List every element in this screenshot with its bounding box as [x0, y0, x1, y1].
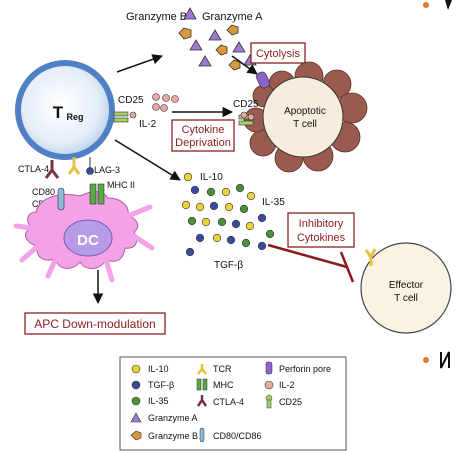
legend-granzyme-b: Granzyme B — [148, 431, 198, 441]
arrow-to-apoptotic-cell — [231, 55, 258, 75]
cd25-receptor-treg — [113, 111, 137, 123]
granzyme-a-shape — [198, 55, 212, 67]
inhibitory-cytokines-box: Inhibitory Cytokines — [287, 212, 355, 248]
dc-nucleus — [63, 219, 113, 257]
legend-cd25: CD25 — [279, 397, 302, 407]
il10-label: IL-10 — [200, 172, 223, 183]
granzyme-a-shape — [189, 39, 203, 51]
effector-t-cell: Effector T cell — [360, 242, 452, 334]
granzyme-b-shape — [226, 24, 239, 36]
granzyme-a-shape — [208, 29, 222, 41]
cd25-receptor-target — [238, 111, 255, 126]
apc-downmodulation-label: APC Down-modulation — [34, 317, 155, 331]
legend-ctla4: CTLA-4 — [213, 397, 244, 407]
legend-tgfb: TGF-β — [148, 380, 174, 390]
cd25-treg-label: CD25 — [118, 95, 144, 106]
apoptotic-cell-body — [262, 76, 344, 158]
legend-il2-swatch — [264, 380, 274, 390]
cytokine-deprivation-box: Cytokine Deprivation — [171, 119, 235, 152]
legend-ctla4-swatch — [196, 395, 208, 407]
il2-particles — [152, 93, 179, 112]
bullet-dot — [423, 357, 429, 363]
effector-label-line1: Effector — [389, 280, 424, 291]
legend-il10: IL-10 — [148, 364, 169, 374]
legend-granzyme-b-swatch — [130, 430, 142, 441]
legend-il35-swatch — [131, 396, 141, 406]
apc-downmodulation-box: APC Down-modulation — [24, 312, 166, 335]
legend-perforin-swatch — [265, 361, 273, 375]
arrow-to-granzymes — [116, 54, 163, 73]
legend-perforin: Perforin pore — [279, 364, 331, 374]
lag3-receptor — [67, 157, 94, 175]
granzyme-b-shape — [178, 27, 192, 40]
effector-cell-body — [360, 242, 452, 334]
perforin-pore — [256, 71, 270, 89]
dendritic-cell: DC — [13, 191, 155, 283]
inhibition-bar — [339, 251, 355, 283]
apoptotic-label-line1: Apoptotic — [284, 106, 326, 117]
tcr-receptor — [364, 248, 377, 266]
page-edge-fragment — [440, 351, 450, 369]
cytokine-deprivation-line1: Cytokine — [182, 124, 225, 136]
treg-label-sub: Reg — [66, 112, 83, 122]
legend-granzyme-a: Granzyme A — [148, 413, 198, 423]
bullet-dot — [423, 2, 429, 8]
legend-tcr-swatch — [197, 364, 207, 375]
treg-cell: T Reg — [15, 60, 115, 160]
effector-label-line2: T cell — [394, 293, 418, 304]
granzyme-b-label: Granzyme B — [126, 11, 187, 23]
ctla4-receptor — [44, 160, 60, 179]
legend-cd80-cd86-swatch — [199, 427, 205, 443]
inhibitory-cytokines-line1: Inhibitory — [299, 218, 344, 230]
legend-cd25-swatch — [265, 394, 273, 409]
cytolysis-box: Cytolysis — [250, 42, 306, 64]
cytolysis-label: Cytolysis — [256, 48, 301, 60]
granzyme-a-label: Granzyme A — [202, 11, 263, 23]
cytokine-deprivation-line2: Deprivation — [175, 137, 231, 149]
legend-tgfb-swatch — [131, 380, 141, 390]
arrow-to-cytokines — [114, 139, 181, 181]
legend-il35: IL-35 — [148, 396, 169, 406]
il35-label: IL-35 — [262, 197, 285, 208]
granzyme-cluster: Granzyme B Granzyme A — [126, 7, 263, 71]
granzyme-b-shape — [215, 44, 228, 56]
cd80-label: CD80 — [32, 187, 55, 197]
legend-tcr: TCR — [213, 364, 232, 374]
legend-il2: IL-2 — [279, 380, 295, 390]
legend: IL-10 TGF-β IL-35 Granzyme A Granzyme B … — [119, 356, 347, 451]
inhibition-line — [267, 243, 348, 269]
apoptotic-label-line2: T cell — [293, 119, 317, 130]
page-edge-fragment — [445, 0, 452, 10]
mhc2-molecule — [89, 183, 105, 205]
tgfb-label: TGF-β — [214, 260, 243, 271]
granzyme-b-shape — [228, 59, 241, 71]
granzyme-a-shape — [232, 41, 246, 53]
treg-body — [21, 66, 109, 154]
granzyme-a-shape — [183, 7, 197, 20]
legend-mhc: MHC — [213, 380, 234, 390]
treg-label-main: T — [53, 103, 64, 122]
dc-label: DC — [77, 232, 99, 249]
lag3-label: LAG-3 — [94, 165, 120, 175]
il2-label: IL-2 — [139, 119, 157, 130]
cd80-cd86-molecule — [57, 187, 65, 211]
legend-cd80-cd86: CD80/CD86 — [213, 431, 262, 441]
ctla4-label: CTLA-4 — [18, 164, 49, 174]
legend-granzyme-a-swatch — [130, 412, 142, 423]
cd25-target-label: CD25 — [233, 99, 259, 110]
mhc2-label: MHC II — [107, 180, 135, 190]
cytokine-cloud — [181, 172, 275, 257]
inhibitory-cytokines-line2: Cytokines — [297, 232, 346, 244]
apoptotic-t-cell: Apoptotic T cell — [243, 61, 368, 173]
legend-il10-swatch — [131, 364, 141, 374]
legend-mhc-swatch — [196, 378, 208, 391]
legend-box — [119, 356, 347, 451]
